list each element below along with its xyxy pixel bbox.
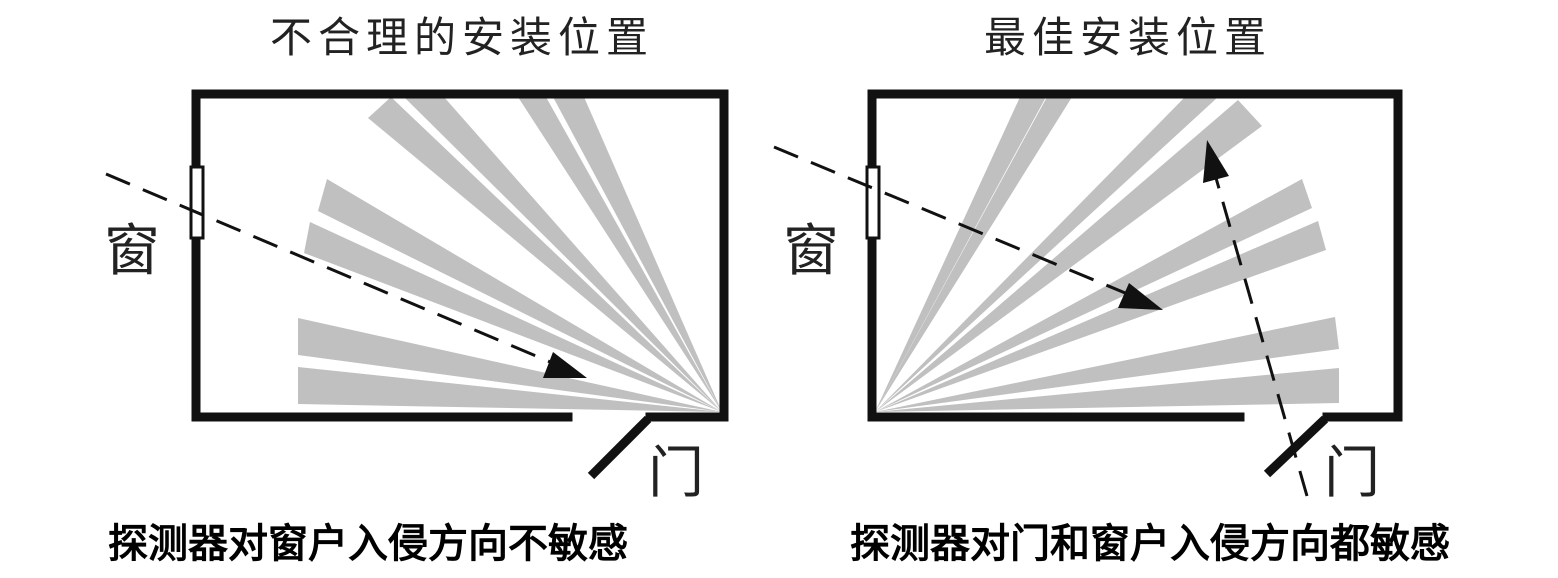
right-window-label: 窗 [783,219,839,284]
left-beam-7 [518,97,722,412]
right-room-wall [867,89,1403,422]
left-beam-5 [368,97,722,412]
right-door-intrusion-path [1214,177,1309,497]
left-intrusion-arrowhead [543,352,587,378]
left-caption: 探测器对窗户入侵方向不敏感 [108,521,628,567]
right-panel: 最佳安装位置 窗 门 探测器对门和窗户入侵方向都敏感 [773,13,1450,567]
right-beam-8 [875,97,1046,412]
left-door-label: 门 [648,441,704,506]
right-door-label: 门 [1324,441,1380,506]
right-beam-4 [875,179,1312,412]
right-beam-2 [875,317,1339,412]
left-room-wall [191,89,729,422]
right-window [865,165,881,240]
right-caption: 探测器对门和窗户入侵方向都敏感 [850,521,1450,567]
left-beam-3 [304,222,722,412]
right-beam-5 [875,100,1262,412]
left-detector-beams [298,97,722,412]
right-window-intrusion-arrowhead [1118,283,1163,310]
right-detector-beams [875,97,1339,412]
right-beam-6 [875,97,1218,412]
left-beam-1 [298,367,722,412]
left-window [189,165,205,240]
left-intrusion-path [105,172,556,366]
right-panel-title: 最佳安装位置 [984,13,1272,62]
left-window-label: 窗 [104,219,160,284]
left-beam-8 [553,97,722,412]
left-beam-6 [404,97,722,412]
left-panel: 不合理的安装位置 窗 门 探测器对窗户入侵方向不敏感 [104,13,729,567]
left-panel-title: 不合理的安装位置 [270,13,654,62]
right-beam-3 [875,221,1326,412]
right-door-intrusion-arrowhead [1203,140,1229,183]
left-door [587,415,652,480]
left-beam-4 [318,179,722,412]
right-beam-7 [875,97,1072,412]
left-beam-2 [298,318,722,412]
right-window-intrusion-path [773,145,1131,297]
right-door [1263,415,1329,478]
right-beam-1 [875,368,1339,412]
